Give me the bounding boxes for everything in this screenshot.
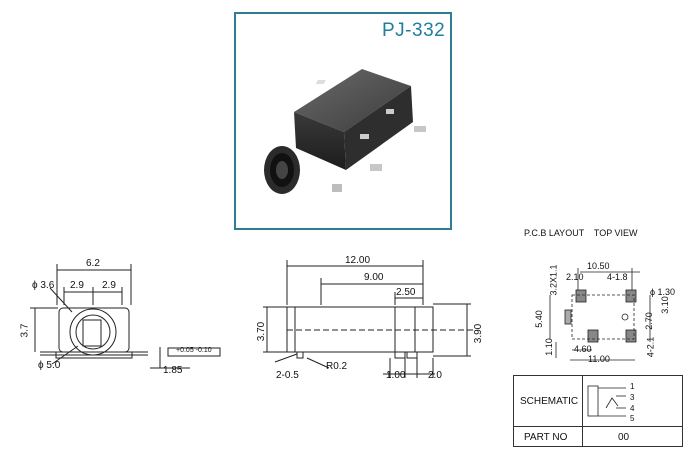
pcb-dim-4-1-8: 4-1.8 [607,272,628,282]
pcb-dim-1-10: 1.10 [543,338,554,356]
pcb-layout-drawing [549,268,651,361]
dim-3-7: 3.7 [19,323,31,338]
dim-3-70: 3.70 [256,321,268,342]
pcb-dim-10-50: 10.50 [587,261,610,271]
dim-12-00: 12.00 [345,255,371,266]
dim-r0-2: R0.2 [326,361,348,372]
schematic-label: SCHEMATIC [520,396,579,407]
pcb-dim-2-70: 2.70 [643,312,654,330]
pcb-dim-11-00: 11.00 [588,354,610,364]
dim-2-0: 2.0 [428,370,442,381]
dim-2-9-a: 2.9 [70,280,84,291]
pcb-dim-2-10: 2.10 [566,272,584,282]
dim-2-9-b: 2.9 [102,280,116,291]
dim-phi-3-6: ϕ 3.6 [32,280,55,291]
dim-2-50: 2.50 [396,287,416,298]
dim-9-00: 9.00 [364,272,384,283]
part-no-value: 00 [618,432,630,443]
dim-1-85: 1.85 [163,365,183,376]
pcb-dim-3-2x1-1: 3.2X1.1 [548,264,559,296]
dim-3-90: 3.90 [473,323,485,344]
schematic-table: SCHEMATIC PART NO 00 1 3 4 5 [513,375,683,447]
dim-1-00: 1.00 [386,370,406,381]
dim-6-2: 6.2 [86,258,100,269]
pin-5-label: 5 [630,414,635,423]
product-title: PJ-332 [382,20,446,41]
front-view-drawing [30,264,221,369]
pin-4-label: 4 [630,404,635,413]
tolerance-callout: +0.05 -0.10 [176,347,212,354]
pcb-dim-phi-1-30: ϕ 1.30 [650,287,676,297]
pin-3-label: 3 [630,393,635,402]
pcb-dim-4-2-1: 4-2.1 [645,336,656,358]
pin-1-label: 1 [630,382,635,391]
part-no-label: PART NO [524,432,568,443]
pcb-dim-5-40: 5.40 [533,310,544,328]
schematic-symbol [587,385,626,417]
dim-phi-5-0: ϕ 5.0 [38,360,61,371]
pcb-dim-4-60: 4.60 [574,344,592,354]
side-view-drawing [263,260,475,378]
pcb-layout-heading: P.C.B LAYOUT TOP VIEW [524,228,638,238]
dim-2-0-5: 2-0.5 [276,370,299,381]
product-photo-frame [234,12,452,230]
pcb-dim-3-10: 3.10 [659,296,670,314]
jack-photo [264,69,426,194]
